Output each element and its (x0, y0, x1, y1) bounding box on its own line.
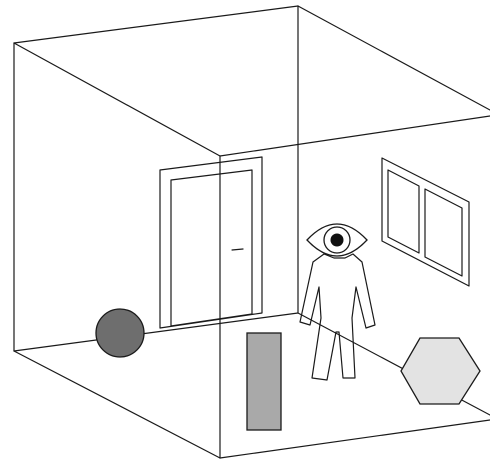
window-icon (381, 157, 470, 287)
sphere-shape (95, 308, 145, 358)
person-icon (299, 223, 376, 381)
eye-pupil (330, 233, 344, 247)
door-frame-outer (159, 156, 263, 329)
room-edge-top-left (13, 5, 299, 44)
eye-icon (306, 223, 368, 257)
hexagon-shape (400, 337, 481, 405)
person-body (299, 253, 376, 381)
room-edge-floor-back-left (13, 312, 299, 352)
room-edge-floor-left (13, 350, 221, 459)
door-frame-inner (170, 169, 253, 327)
window-pane-left (387, 169, 420, 254)
room-edge-top-right (297, 5, 490, 111)
box-shape (246, 332, 282, 431)
room-edge-ceiling-right (219, 115, 490, 157)
room-edge-floor-front (219, 419, 490, 459)
door-icon (159, 156, 263, 329)
window-pane-right (424, 188, 463, 277)
door-handle (231, 248, 244, 251)
window-frame-outer (381, 157, 470, 287)
room-edge-ceiling-left (13, 42, 221, 157)
